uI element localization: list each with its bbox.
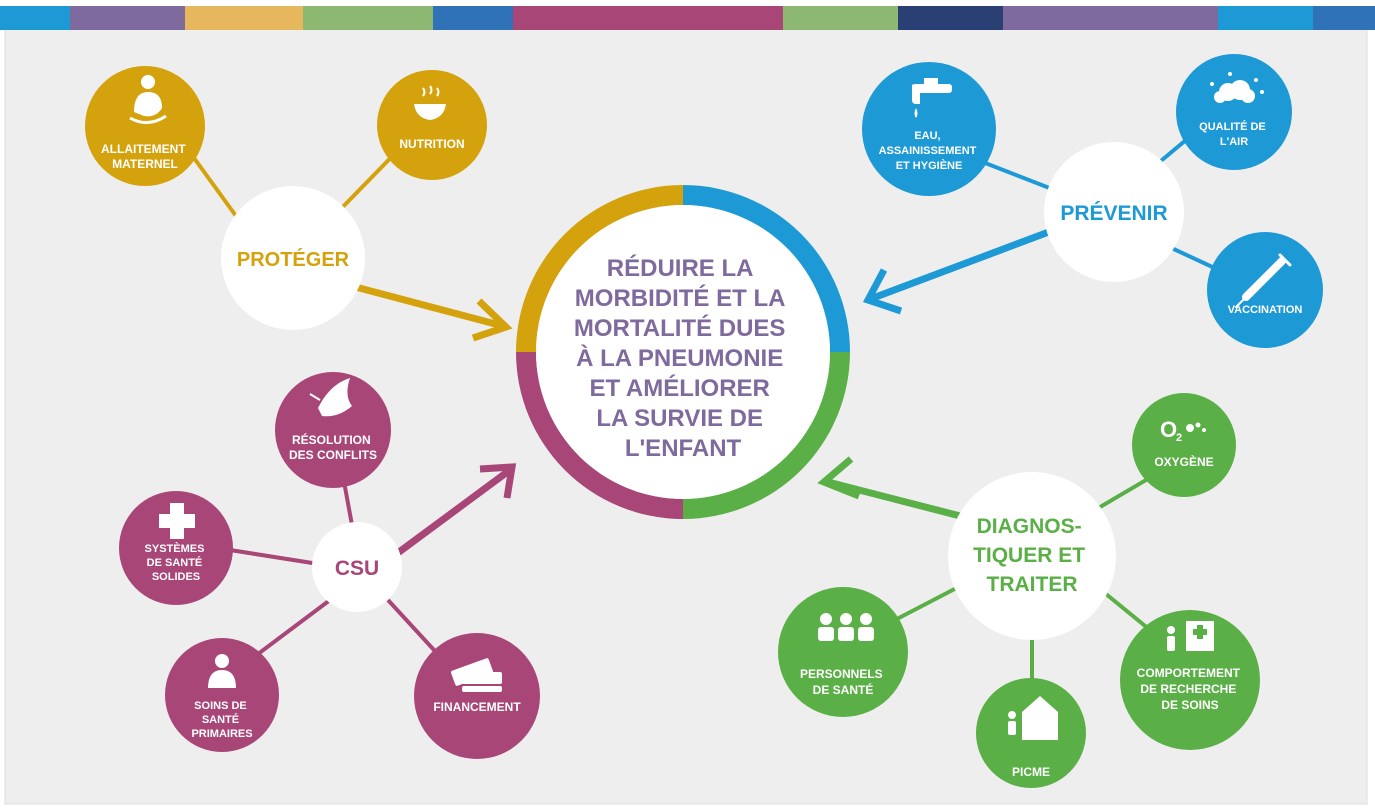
top-bar-segment — [0, 6, 70, 30]
svg-text:PERSONNELS DE SANTÉ: PERSONNELS DE SANTÉ — [800, 667, 886, 697]
center-line-4: À LA PNEUMONIE — [576, 344, 783, 372]
node-eau: EAU, ASSAINISSEMENT ET HYGIÈNE — [862, 62, 996, 196]
svg-text:EAU, ASSAINISSEMENT: EAU, ASSAINISSEMENT ET HYGIÈNE — [879, 130, 980, 172]
center-line-7: L'ENFANT — [625, 435, 742, 462]
node-comportement: COMPORTEMENT DE RECHERCHE DE SOINS — [1120, 610, 1260, 750]
hub-prevent: PRÉVENIR — [1044, 142, 1184, 282]
svg-text:VACCINATION: VACCINATION — [1228, 304, 1303, 316]
syringe-icon — [1235, 253, 1292, 308]
arrow-csu — [392, 463, 517, 558]
connector-soins — [248, 598, 332, 662]
food-bowl-icon — [414, 85, 446, 120]
node-nutrition: NUTRITION — [377, 70, 487, 180]
center-line-3: MORTALITÉ DUES — [574, 314, 786, 342]
oxygen-subscript: 2 — [1176, 432, 1182, 444]
svg-text:O: O — [1160, 417, 1177, 442]
hub-csu-label: CSU — [335, 557, 379, 580]
top-bar-segment — [783, 6, 898, 30]
dove-icon — [309, 378, 352, 417]
center-line-6: LA SURVIE DE — [596, 405, 763, 432]
top-bar-segment — [513, 6, 783, 30]
community-care-icon — [1008, 696, 1058, 740]
arrows — [347, 226, 1056, 558]
hub-protect: PROTÉGER — [221, 186, 365, 330]
svg-text:OXYGÈNE: OXYGÈNE — [1154, 454, 1213, 469]
center-goal-text: RÉDUIRE LA MORBIDITÉ ET LA MORTALITÉ DUE… — [574, 254, 792, 462]
center-line-5: ET AMÉLIORER — [589, 374, 769, 402]
svg-text:FINANCEMENT: FINANCEMENT — [433, 700, 521, 714]
breastfeeding-icon — [129, 75, 167, 124]
node-personnels: PERSONNELS DE SANTÉ — [778, 587, 908, 717]
top-bar-segment — [70, 6, 185, 30]
oxygen-icon: O 2 — [1160, 417, 1206, 444]
water-tap-icon — [912, 78, 952, 118]
ring-segment-csu — [516, 352, 683, 519]
ring-segment-prevent — [683, 185, 850, 352]
svg-text:SOINS DE SANTÉ PRI: SOINS DE SANTÉ PRIMAIRES — [191, 700, 252, 740]
hub-csu: CSU — [312, 522, 402, 612]
hub-prevent-label: PRÉVENIR — [1060, 202, 1167, 225]
node-oxygene: O 2 OXYGÈNE — [1132, 393, 1236, 497]
arrow-prevent — [862, 226, 1056, 315]
svg-text:RÉSOLUTION DES CONFLITS: RÉSOLUTION DES CONFLITS — [289, 432, 377, 462]
node-soins: SOINS DE SANTÉ PRIMAIRES — [165, 638, 279, 752]
top-bar-segment — [303, 6, 433, 30]
air-cloud-icon — [1210, 72, 1264, 103]
top-bar-segment — [898, 6, 1003, 30]
hub-protect-label: PROTÉGER — [237, 248, 350, 271]
svg-text:ALLAITEMENT MATERNEL: ALLAITEMENT MATERNEL — [101, 142, 189, 171]
hub-diagnose: DIAGNOS- TIQUER ET TRAITER — [948, 472, 1116, 640]
center-circle — [536, 205, 830, 499]
center-line-1: RÉDUIRE LA — [607, 254, 753, 282]
mother-child-icon — [208, 654, 236, 688]
node-systemes: SYSTÈMES DE SANTÉ SOLIDES — [119, 491, 233, 605]
ring-segment-diagnose — [683, 352, 850, 519]
node-allaitement: ALLAITEMENT MATERNEL — [85, 66, 205, 186]
arrow-diagnose — [817, 456, 969, 522]
health-cross-icon — [159, 503, 195, 539]
svg-text:PICME: PICME — [1012, 765, 1050, 779]
money-icon — [451, 658, 502, 692]
ring-segment-protect — [516, 185, 683, 352]
top-color-bar — [0, 6, 1375, 30]
central-goal: RÉDUIRE LA MORBIDITÉ ET LA MORTALITÉ DUE… — [516, 185, 850, 519]
svg-text:QUALITÉ DE L'AIR: QUALITÉ DE L'AIR — [1199, 120, 1269, 148]
svg-text:COMPORTEMENT DE RECHERCH: COMPORTEMENT DE RECHERCHE DE SOINS — [1137, 666, 1244, 712]
top-bar-segment — [433, 6, 513, 30]
svg-text:SYSTÈMES DE SANTÉ: SYSTÈMES DE SANTÉ SOLIDES — [145, 542, 208, 583]
connector-systemes — [229, 548, 326, 567]
top-bar-segment — [1218, 6, 1313, 30]
node-conflits: RÉSOLUTION DES CONFLITS — [275, 372, 391, 488]
svg-text:NUTRITION: NUTRITION — [399, 137, 464, 151]
hub-diagnose-label: DIAGNOS- TIQUER ET TRAITER — [973, 515, 1091, 596]
node-picme: PICME — [976, 678, 1086, 788]
top-bar-segment — [1313, 6, 1375, 30]
node-air: QUALITÉ DE L'AIR — [1176, 54, 1292, 170]
health-workers-icon — [818, 613, 874, 641]
arrow-protect — [347, 281, 513, 342]
node-financement: FINANCEMENT — [414, 633, 540, 759]
node-vaccination: VACCINATION — [1207, 232, 1323, 348]
center-line-2: MORBIDITÉ ET LA — [575, 284, 785, 312]
top-bar-segment — [185, 6, 303, 30]
top-bar-segment — [1003, 6, 1218, 30]
